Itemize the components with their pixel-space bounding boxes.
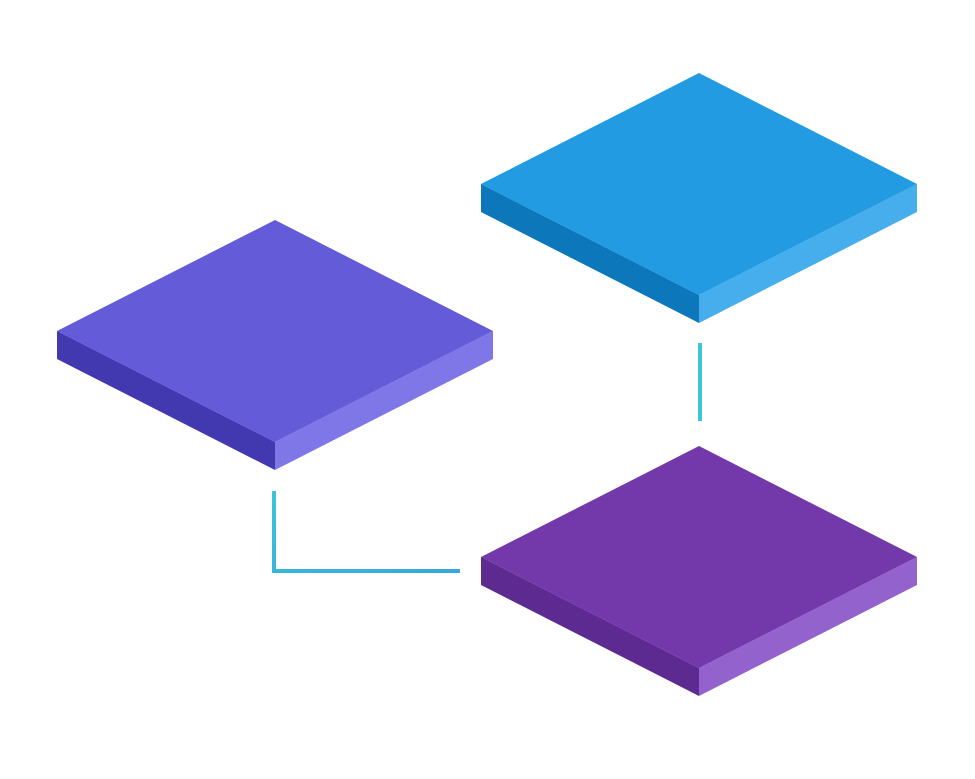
tile-purple-left-face [481,557,699,696]
tile-blue-top-face [481,73,917,295]
tile-purple-top-face [481,446,917,668]
tile-blue-right-face [699,184,917,323]
tile-purple [481,446,917,696]
connector-indigo-to-purple [272,491,460,573]
tile-indigo-right-face [275,331,493,470]
tile-indigo-left-face [57,331,275,470]
tile-purple-right-face [699,557,917,696]
tile-blue [481,73,917,323]
tile-blue-left-face [481,184,699,323]
tile-indigo-top-face [57,220,493,442]
tile-indigo [57,220,493,470]
